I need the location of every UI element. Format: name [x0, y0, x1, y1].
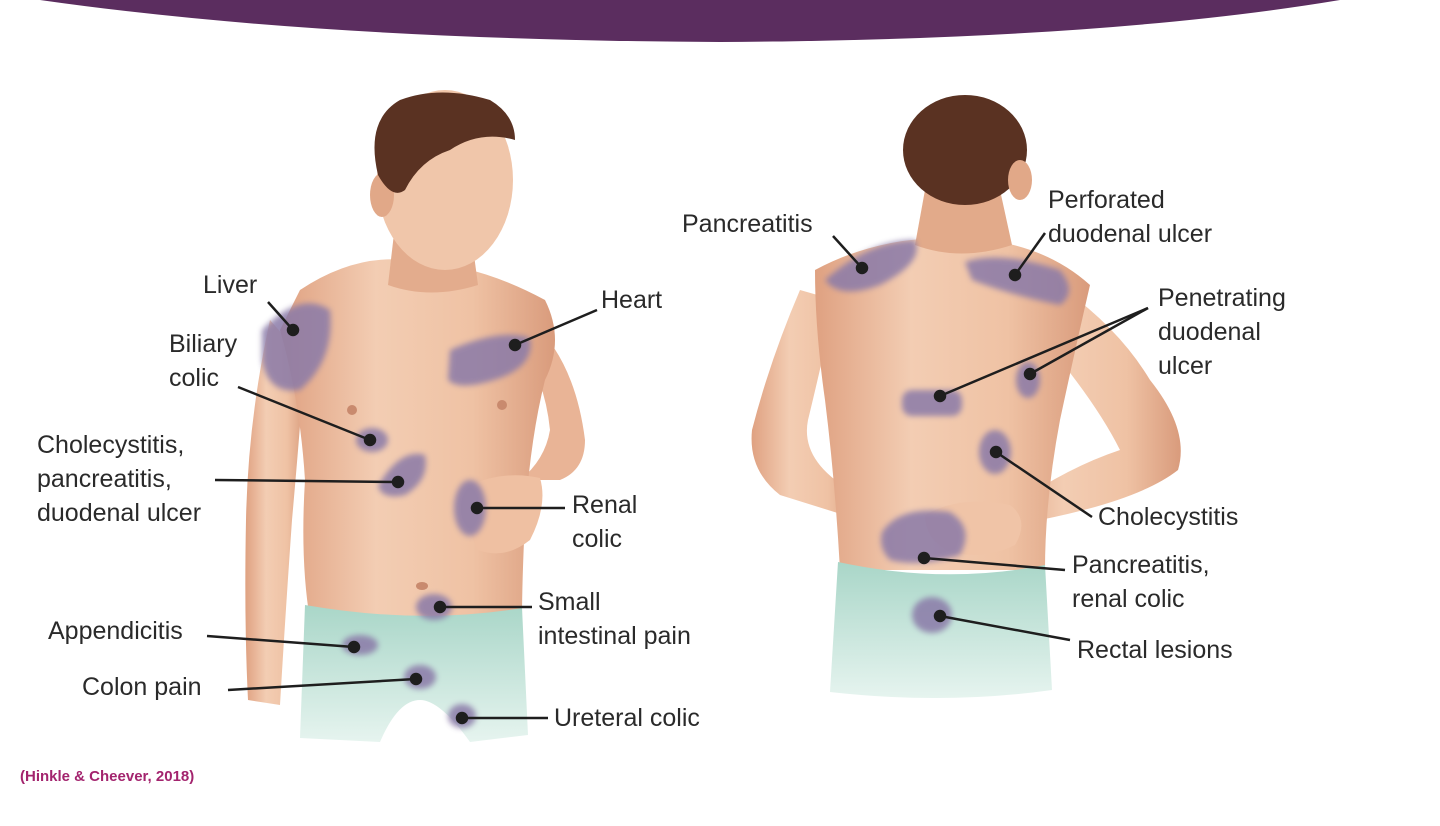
front-leader-lines	[206, 301, 598, 725]
label-small-intestinal-pain: Small intestinal pain	[538, 588, 691, 650]
label-ureteral-colic: Ureteral colic	[554, 704, 700, 732]
label-rectal-lesions: Rectal lesions	[1077, 636, 1233, 664]
label-pancreatitis-renal-colic: Pancreatitis, renal colic	[1072, 551, 1210, 613]
label-perforated-duodenal-ulcer: Perforated duodenal ulcer	[1048, 186, 1213, 248]
label-colon-pain: Colon pain	[82, 673, 202, 701]
label-penetrating-duodenal-ulcer: Penetrating duodenal ulcer	[1158, 284, 1286, 380]
label-biliary-colic: Biliary colic	[169, 330, 238, 392]
label-pancreatitis: Pancreatitis	[682, 210, 813, 238]
label-heart: Heart	[601, 286, 663, 314]
back-body-figure	[751, 95, 1181, 699]
header-banner	[40, 0, 1340, 42]
front-body-figure	[245, 90, 585, 742]
label-cholecystitis: Cholecystitis	[1098, 503, 1239, 531]
label-liver: Liver	[203, 271, 258, 299]
citation: (Hinkle & Cheever, 2018)	[20, 768, 195, 785]
label-renal-colic: Renal colic	[572, 491, 638, 553]
back-leader-lines	[832, 232, 1149, 642]
label-cholecystitis-pancreatitis-duodenal-ulcer: Cholecystitis, pancreatitis, duodenal ul…	[37, 431, 202, 527]
label-appendicitis: Appendicitis	[48, 617, 183, 645]
